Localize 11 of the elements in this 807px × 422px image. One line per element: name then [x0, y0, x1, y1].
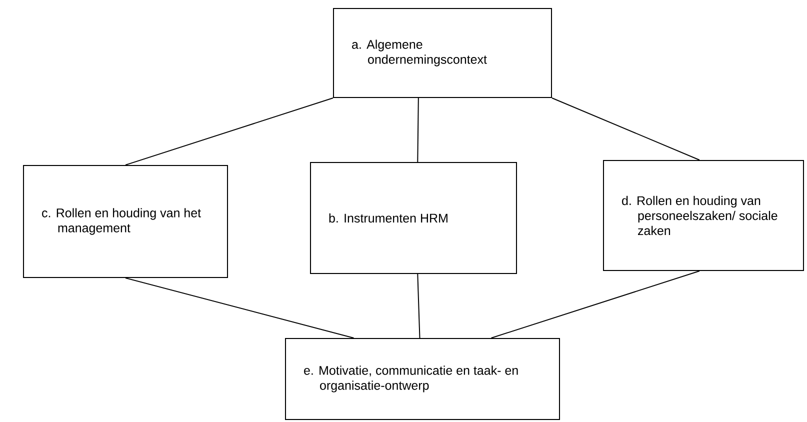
text-box: e. Motivatie, communicatie en taak- en organisatie-ontwerp [285, 338, 560, 420]
text-box: b. Instrumenten HRM [310, 162, 517, 274]
text-box: c. Rollen en houding van het management [23, 165, 228, 278]
connector-line [125, 278, 354, 338]
connector-line [552, 98, 700, 160]
text-box: d. Rollen en houding van personeelszaken/ sociale zaken [603, 160, 804, 271]
connector-line [490, 270, 700, 338]
connector-line [125, 98, 334, 166]
text-box: a. Algemene ondernemingscontext [333, 8, 552, 98]
connector-line [417, 98, 419, 162]
connector-line [417, 274, 420, 338]
